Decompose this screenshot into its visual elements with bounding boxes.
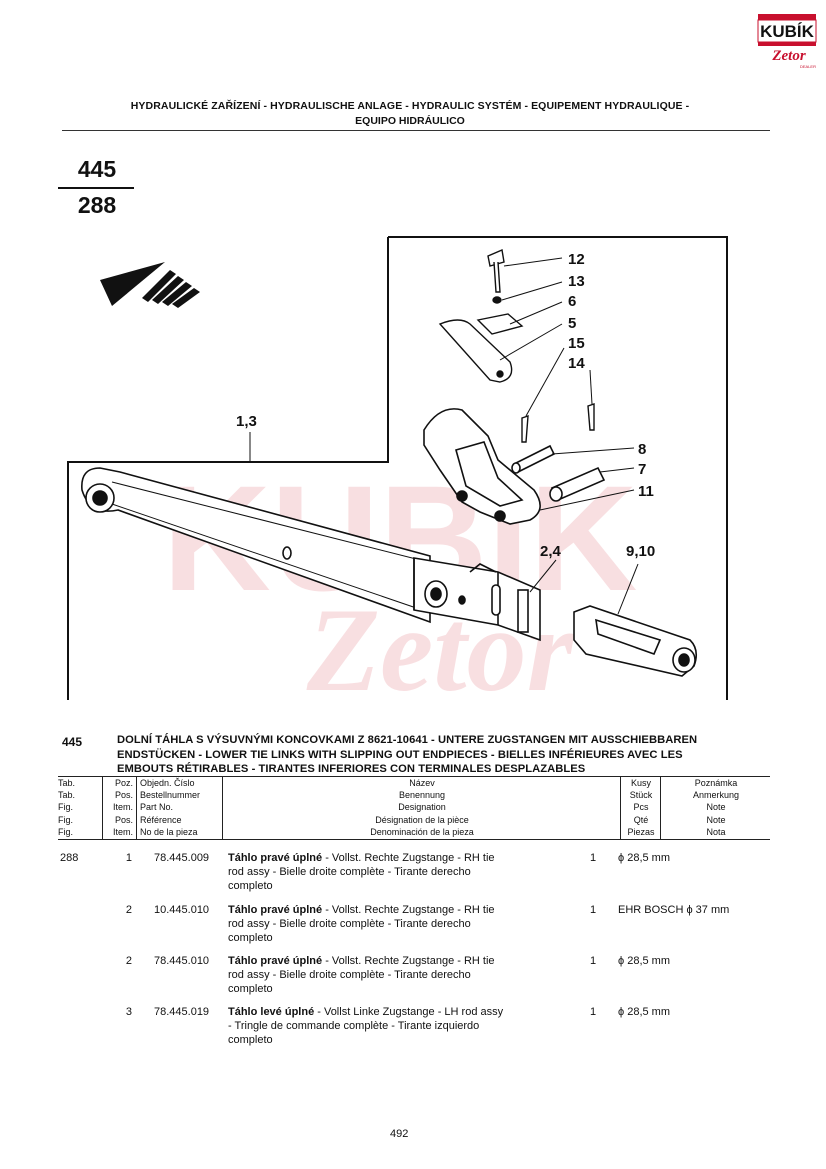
callout-8: 8: [638, 441, 646, 458]
parts-table-header: Tab.Tab.Fig.Fig.Fig. Poz.Pos.Item.Pos.It…: [58, 776, 770, 840]
row-note: ϕ 28,5 mm: [618, 955, 671, 967]
callout-11: 11: [638, 483, 654, 500]
spring-pins: [521, 403, 595, 443]
watermark: KUBIK Zetor: [163, 454, 638, 716]
row-description: Táhlo pravé úplné - Vollst. Rechte Zugst…: [228, 904, 495, 944]
row-part-number: 10.445.010: [154, 904, 210, 916]
pins: [511, 444, 606, 502]
row-description: Táhlo levé úplné - Vollst Linke Zugstang…: [228, 1006, 504, 1046]
row-note: ϕ 28,5 mm: [618, 1006, 671, 1018]
row-part-number: 78.445.019: [154, 1006, 210, 1018]
section-title-line1: DOLNÍ TÁHLA S VÝSUVNÝMI KONCOVKAMI Z 862…: [117, 734, 698, 746]
header-col-tab: Tab.Tab.Fig.Fig.Fig.: [58, 778, 76, 837]
logo-sub-text: Zetor: [771, 48, 805, 64]
small-parts: [438, 249, 524, 383]
figure-fraction-line: [58, 187, 134, 189]
callout-1-3: 1,3: [236, 413, 257, 430]
logo-brand-text: KUBÍK: [760, 22, 815, 41]
row-quantity: 1: [589, 852, 597, 864]
row-pos: 3: [125, 1006, 132, 1018]
logo-tag-text: DEALER: [800, 64, 816, 69]
callout-7: 7: [638, 461, 646, 478]
row-quantity: 1: [589, 1006, 597, 1018]
row-part-number: 78.445.009: [154, 852, 210, 864]
header-col-pos: Poz.Pos.Item.Pos.Item.: [102, 777, 136, 839]
row-quantity: 1: [589, 904, 597, 916]
row-note: EHR BOSCH ϕ 37 mm: [618, 904, 730, 916]
lower-link-arm: [81, 467, 541, 642]
callout-5: 5: [568, 315, 576, 332]
callout-12: 12: [568, 251, 585, 268]
slide-out-endpiece: [573, 605, 698, 677]
callout-13: 13: [568, 273, 585, 290]
header-title-line2: EQUIPO HIDRÁULICO: [355, 115, 465, 127]
figure-group-number: 445: [77, 156, 117, 182]
callout-2-4: 2,4: [540, 543, 562, 560]
row-quantity: 1: [589, 955, 597, 967]
row-pos: 2: [125, 955, 132, 967]
callout-6: 6: [568, 293, 576, 310]
section-title-line2: ENDSTÜCKEN - LOWER TIE LINKS WITH SLIPPI…: [117, 749, 683, 761]
section-number: 445: [62, 735, 83, 749]
row-pos: 2: [125, 904, 132, 916]
exploded-parts-diagram: KUBIK Zetor: [0, 220, 826, 716]
callout-14: 14: [568, 355, 585, 372]
row-part-number: 78.445.010: [154, 955, 210, 967]
row-pos: 1: [125, 852, 132, 864]
page-number: 492: [390, 1128, 409, 1140]
brand-logo: KUBÍK Zetor DEALER: [756, 12, 818, 70]
callout-15: 15: [568, 335, 585, 352]
row-description: Táhlo pravé úplné - Vollst. Rechte Zugst…: [228, 852, 495, 892]
diagram-frame-left: [67, 237, 389, 700]
header-title-line1: HYDRAULICKÉ ZAŘÍZENÍ - HYDRAULISCHE ANLA…: [130, 100, 690, 112]
row-description: Táhlo pravé úplné - Vollst. Rechte Zugst…: [228, 955, 495, 995]
row-note: ϕ 28,5 mm: [618, 852, 671, 864]
header-divider: [62, 130, 770, 131]
section-title-line3: EMBOUTS RÉTIRABLES - TIRANTES INFERIORES…: [117, 763, 586, 775]
diagram-frame-top: [388, 236, 728, 700]
leader-lines: [249, 257, 639, 615]
callout-9-10: 9,10: [626, 543, 655, 560]
figure-table-number: 288: [77, 192, 117, 218]
direction-arrow-icon: [100, 262, 200, 308]
row-tab: 288: [60, 852, 79, 864]
bracket-part: [423, 408, 541, 525]
